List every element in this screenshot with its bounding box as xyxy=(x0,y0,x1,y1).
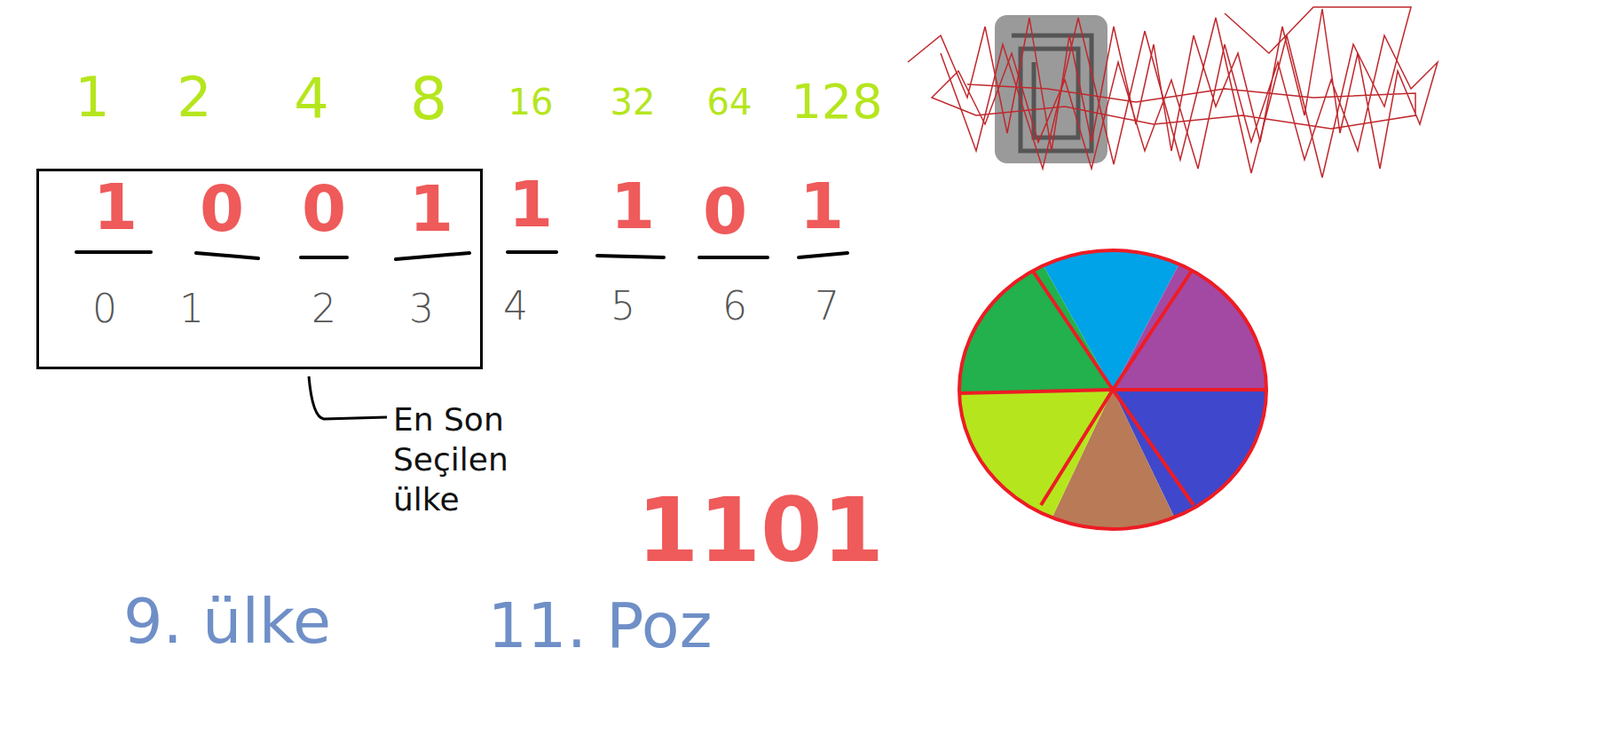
underline xyxy=(196,252,259,259)
scribble xyxy=(907,8,1438,169)
underline xyxy=(507,250,557,254)
bit-value: 1 xyxy=(610,173,655,238)
bit-value: 1 xyxy=(409,176,454,241)
bit-index: 0 xyxy=(92,289,118,329)
note: 9. ülke xyxy=(123,590,332,653)
place-value: 4 xyxy=(293,71,329,127)
annotation: En Son Seçilen ülke xyxy=(393,399,544,520)
bit-index: 3 xyxy=(409,289,434,329)
binary-number: 1101 xyxy=(637,486,884,576)
pie-slice xyxy=(1112,177,1332,390)
underline xyxy=(300,255,347,260)
underline xyxy=(597,255,664,258)
bit-value: 0 xyxy=(301,176,347,241)
place-value: 1 xyxy=(74,70,110,126)
pie-slice xyxy=(887,177,1113,394)
bit-underlines xyxy=(76,252,848,260)
bit-value: 1 xyxy=(508,172,553,237)
underline xyxy=(699,255,768,260)
place-value: 32 xyxy=(610,84,656,120)
bit-index: 5 xyxy=(610,286,636,326)
pie-slice xyxy=(887,389,1113,622)
bit-index: 2 xyxy=(311,289,337,329)
bit-index: 1 xyxy=(179,289,205,329)
bit-value: 1 xyxy=(799,173,844,238)
pie-dividers xyxy=(956,267,1269,505)
pie-outline xyxy=(959,250,1267,529)
place-value: 8 xyxy=(409,70,448,129)
place-value: 2 xyxy=(176,70,212,126)
place-value: 64 xyxy=(707,84,753,120)
pie-chart xyxy=(887,177,1332,622)
bit-index: 6 xyxy=(722,286,748,326)
bit-value: 1 xyxy=(93,174,138,239)
place-value: 16 xyxy=(508,84,554,120)
place-value: 128 xyxy=(790,78,883,127)
bit-index: 4 xyxy=(503,286,529,326)
bit-value: 0 xyxy=(702,179,748,244)
note: 11. Poz xyxy=(488,594,713,657)
bit-value: 0 xyxy=(199,176,245,241)
underline xyxy=(798,252,848,258)
underline xyxy=(395,252,470,260)
underline xyxy=(76,250,151,254)
bit-index: 7 xyxy=(814,286,840,326)
leader-line xyxy=(308,376,387,419)
scribble xyxy=(940,7,1411,178)
bit-group-box: 10010123 xyxy=(36,168,483,370)
